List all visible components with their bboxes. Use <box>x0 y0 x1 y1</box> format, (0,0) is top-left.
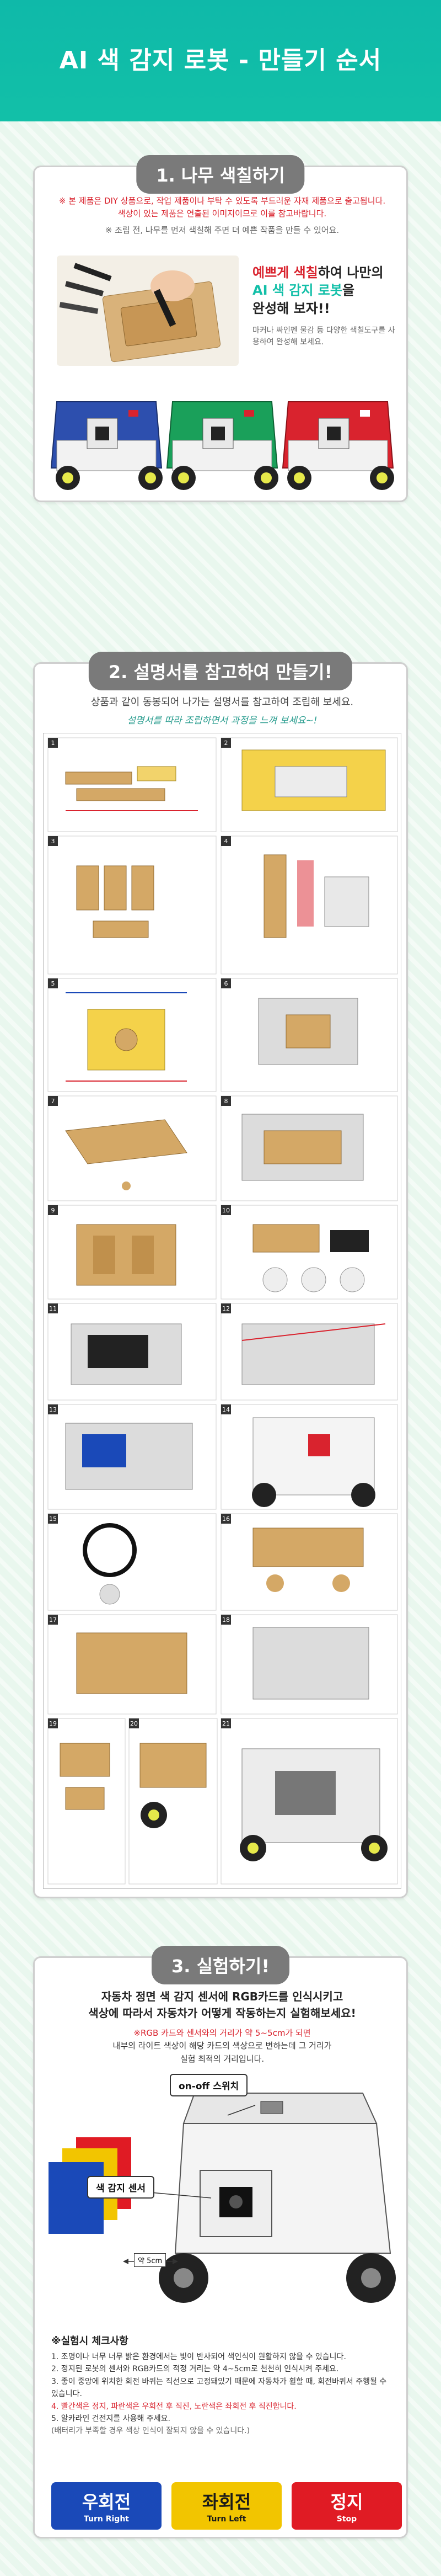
svg-text:18: 18 <box>222 1616 230 1624</box>
note-red-1: ※ 본 제품은 DIY 상품으로, 작업 제품이나 부탁 수 있도록 부드러운 … <box>58 196 386 206</box>
callout-hl-1: 예쁘게 색칠 <box>252 265 318 280</box>
note-red-2: 색상이 있는 제품은 연출된 이미지이므로 이를 참고바랍니다. <box>117 208 327 219</box>
checklist-item: 2. 정지된 로봇의 센서와 RGB카드의 적정 거리는 약 4~5cm로 천천… <box>51 2365 339 2374</box>
svg-text:15: 15 <box>49 1515 57 1523</box>
checklist-item: 4. 빨간색은 정지, 파란색은 우회전 후 직진, 노란색은 좌회전 후 직진… <box>51 2402 297 2411</box>
checklist-item: (배터리가 부족할 경우 색상 인식이 잘되지 않을 수 있습니다.) <box>51 2426 250 2436</box>
svg-text:16: 16 <box>222 1515 230 1523</box>
assembly-handwrite: 설명서를 따라 조립하면서 과정을 느껴 보세요~! <box>127 715 318 726</box>
callout-line-1: 하여 나만의 <box>318 265 384 280</box>
svg-text:20: 20 <box>130 1720 138 1727</box>
svg-text:2: 2 <box>224 739 228 747</box>
svg-text:9: 9 <box>51 1207 55 1214</box>
assembly-intro: 상품과 같이 동봉되어 나가는 설명서를 참고하여 조립해 보세요. <box>90 696 354 708</box>
coloring-callout: 예쁘게 색칠하여 나만의 AI 색 감지 로봇을 완성해 보자!! 마커나 싸인… <box>252 264 396 348</box>
svg-text:5: 5 <box>51 980 55 987</box>
turn-left-ko: 좌회전 <box>202 2492 251 2513</box>
stop-ko: 정지 <box>330 2492 363 2513</box>
coloring-illustration <box>59 263 221 363</box>
experiment-sub-1: ※RGB 카드와 센서와의 거리가 약 5~5cm가 되면 <box>133 2028 311 2038</box>
note-gray: ※ 조립 전, 나무를 먼저 색칠해 주면 더 예쁜 작품을 만들 수 있어요. <box>105 225 340 235</box>
direction-legend: 우회전 Turn Right 좌회전 Turn Left 정지 Stop <box>51 2482 402 2530</box>
svg-text:21: 21 <box>222 1720 230 1727</box>
svg-text:14: 14 <box>222 1406 230 1413</box>
turn-right-card: 우회전 Turn Right <box>51 2482 162 2530</box>
turn-left-card: 좌회전 Turn Left <box>171 2482 282 2530</box>
switch <box>260 2101 283 2114</box>
svg-text:12: 12 <box>222 1305 230 1312</box>
callout-hl-2: AI 색 감지 로봇 <box>252 283 342 299</box>
green-robot <box>166 401 278 490</box>
three-robots-illustration <box>50 401 394 490</box>
section-title: 1. 나무 색칠하기 <box>136 155 305 194</box>
stop-en: Stop <box>336 2515 357 2524</box>
callout-line-3: 완성해 보자!! <box>252 300 330 316</box>
svg-text:6: 6 <box>224 980 228 987</box>
svg-text:4: 4 <box>224 838 228 845</box>
callout-line-2: 을 <box>342 283 355 299</box>
section-experiment: 3. 실험하기! 자동차 정면 색 감지 센서에 RGB카드를 인식시키고 색상… <box>33 1946 408 2538</box>
checklist-item: 5. 알카라인 건전지를 사용해 주세요. <box>51 2414 170 2423</box>
svg-text:11: 11 <box>49 1305 57 1312</box>
red-robot <box>282 401 394 490</box>
header-bar: AI 색 감지 로봇 - 만들기 순서 <box>0 0 441 121</box>
stop-card: 정지 Stop <box>292 2482 402 2530</box>
callout-sub: 마커나 싸인펜 물감 등 다양한 색칠도구를 사용하여 완성해 보세요. <box>252 326 395 347</box>
checklist-item: 3. 좋이 중앙에 위치한 회전 바퀴는 직선으로 고정돼있기 때문에 자동차가… <box>51 2377 387 2399</box>
section-coloring: 1. 나무 색칠하기 ※ 본 제품은 DIY 상품으로, 작업 제품이나 부탁 … <box>33 155 408 502</box>
svg-text:7: 7 <box>51 1098 55 1105</box>
experiment-sub-3: 실험 최적의 거리입니다. <box>180 2053 265 2064</box>
section-assembly: 2. 설명서를 참고하여 만들기! 상품과 같이 동봉되어 나가는 설명서를 참… <box>33 652 408 1898</box>
checklist: ※실험시 체크사항 1. 조명이나 너무 너무 밝은 환경에서는 빛이 반사되어… <box>51 2333 393 2437</box>
distance-label: 약 5cm <box>134 2253 166 2267</box>
experiment-headline-1: 자동차 정면 색 감지 센서에 RGB카드를 인식시키고 <box>101 1990 343 2003</box>
experiment-sub-2: 내부의 라이트 색상이 해당 카드의 색상으로 변하는데 그 거리가 <box>112 2041 332 2051</box>
section-title: 3. 실험하기! <box>152 1946 289 1984</box>
svg-text:3: 3 <box>51 838 55 845</box>
svg-text:1: 1 <box>51 739 55 747</box>
svg-text:17: 17 <box>49 1616 57 1624</box>
section-title: 2. 설명서를 참고하여 만들기! <box>88 652 353 690</box>
turn-left-en: Turn Left <box>207 2515 246 2524</box>
turn-right-en: Turn Right <box>84 2515 129 2524</box>
checklist-item: 1. 조명이나 너무 너무 밝은 환경에서는 빛이 반사되어 색인식이 원활하지… <box>51 2353 346 2361</box>
svg-text:13: 13 <box>49 1406 57 1413</box>
sensor-label: 색 감지 센서 <box>87 2176 155 2199</box>
turn-right-ko: 우회전 <box>82 2492 131 2513</box>
page-title: AI 색 감지 로봇 - 만들기 순서 <box>59 46 382 74</box>
blue-robot <box>50 401 163 490</box>
svg-text:8: 8 <box>224 1098 228 1105</box>
experiment-headline-2: 색상에 따라서 자동차가 어떻게 작동하는지 실험해보세요! <box>88 2006 356 2020</box>
svg-text:10: 10 <box>222 1207 230 1214</box>
coloring-photo <box>57 256 239 366</box>
switch-label: on-off 스위치 <box>170 2074 248 2096</box>
checklist-title: ※실험시 체크사항 <box>51 2335 128 2347</box>
svg-text:19: 19 <box>49 1720 57 1727</box>
